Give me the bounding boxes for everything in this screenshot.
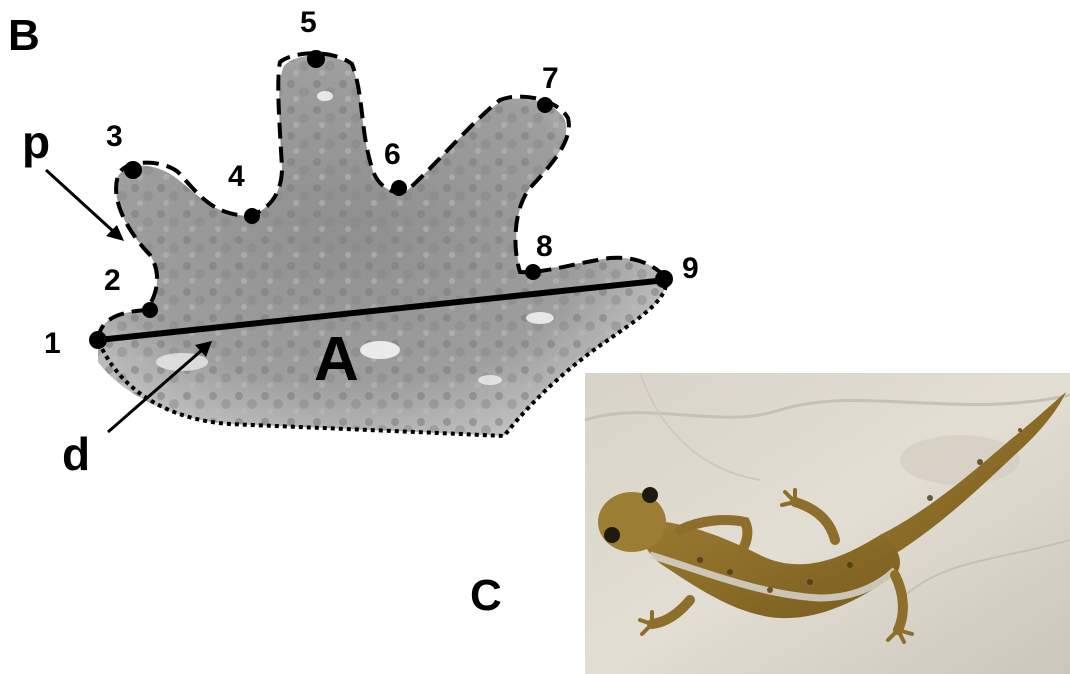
foot-highlight — [360, 341, 400, 359]
foot-highlight — [478, 375, 502, 385]
landmark-dot-2 — [142, 302, 158, 318]
landmark-label-4: 4 — [228, 160, 245, 193]
landmark-dot-4 — [244, 208, 260, 224]
landmark-label-3: 3 — [106, 120, 123, 153]
landmark-dot-8 — [525, 264, 541, 280]
landmark-dot-1 — [89, 331, 107, 349]
panel-label-c: C — [470, 571, 502, 620]
foot-highlight — [317, 91, 333, 101]
landmark-label-1: 1 — [44, 327, 61, 360]
landmark-dot-6 — [391, 180, 407, 196]
foot-highlight — [526, 312, 554, 324]
panel-label-b: B — [8, 11, 40, 60]
landmark-label-7: 7 — [542, 62, 559, 95]
distal-label: d — [62, 428, 90, 480]
salamander-photo — [585, 373, 1070, 674]
landmark-dot-9 — [655, 270, 673, 288]
proximal-arrow — [46, 170, 124, 241]
proximal-label: p — [22, 116, 50, 168]
area-label: A — [314, 325, 359, 394]
landmark-label-5: 5 — [300, 6, 317, 39]
foot-mottling — [98, 56, 666, 437]
landmark-dot-7 — [537, 97, 553, 113]
landmark-label-8: 8 — [536, 230, 553, 263]
landmark-dot-3 — [124, 161, 142, 179]
landmark-dot-5 — [307, 50, 325, 68]
landmark-label-2: 2 — [104, 264, 121, 297]
landmark-label-9: 9 — [682, 252, 699, 285]
landmark-label-6: 6 — [384, 138, 401, 171]
